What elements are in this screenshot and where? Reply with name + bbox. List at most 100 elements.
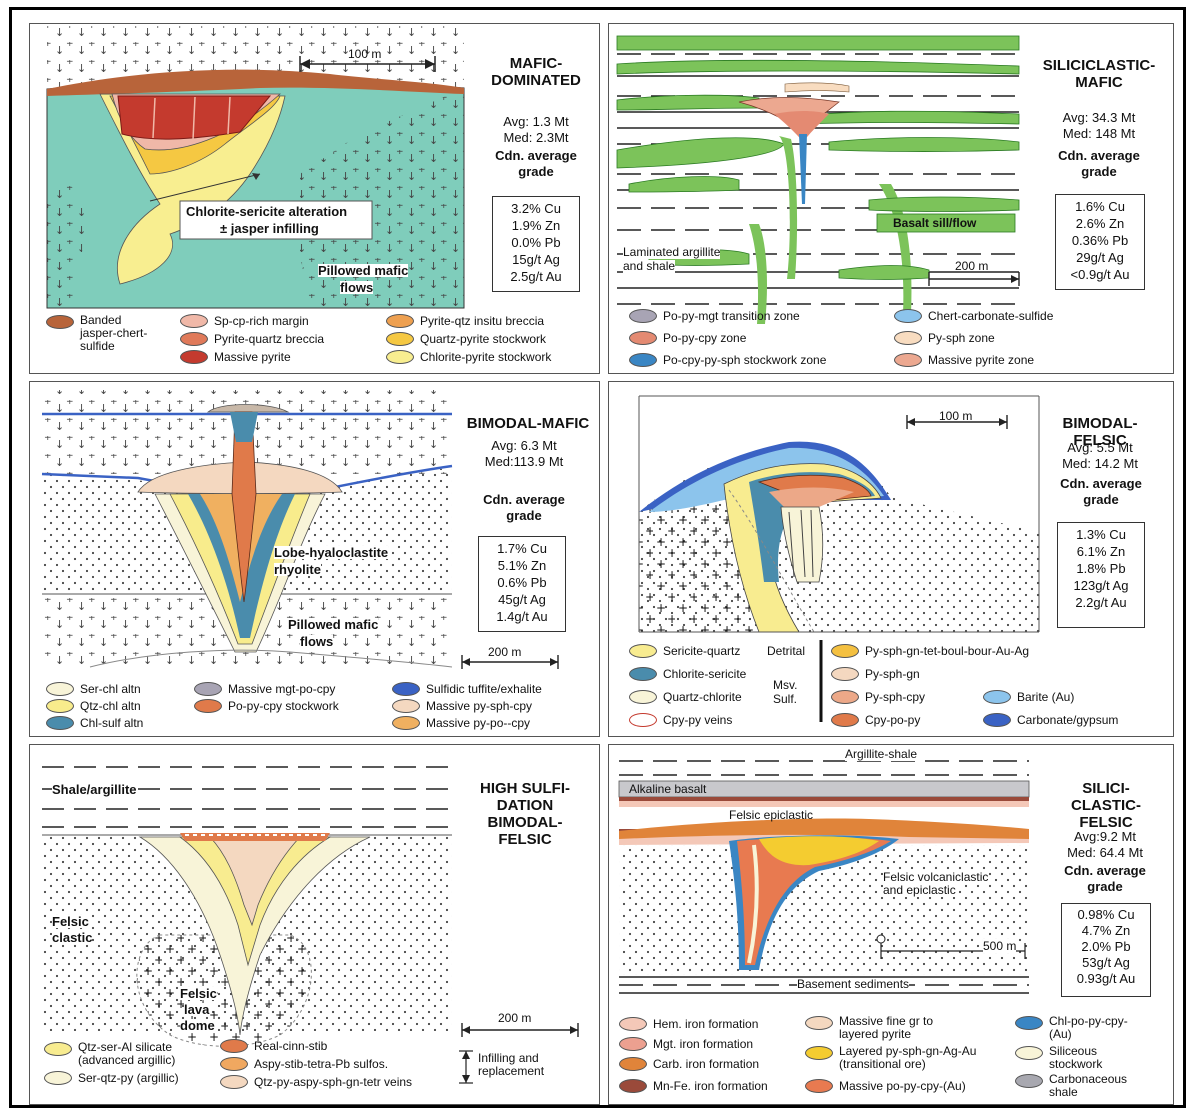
basement-label: Basement sediments (797, 977, 910, 991)
pillowed-label-2: flows (300, 634, 334, 649)
scale-bar-label: 200 m (498, 1011, 532, 1025)
vein-icon (629, 713, 657, 727)
legend-swatch (386, 332, 414, 346)
volcaniclastic-label: Felsic volcaniclastic (883, 870, 989, 884)
argillite-shale-label: Argillite-shale (845, 747, 918, 761)
legend-item: Aspy-stib-tetra-Pb sulfos. (220, 1057, 388, 1071)
siliciclastic-felsic-cross-section (618, 753, 1030, 994)
shale-label: Shale/argillite (52, 782, 137, 797)
legend-item: Real-cinn-stib (220, 1039, 327, 1053)
alkaline-basalt-label: Alkaline basalt (629, 782, 707, 796)
grade-heading: Cdn. average grade (495, 148, 577, 179)
panel-title: MAFIC-DOMINATED (491, 55, 581, 89)
siliciclastic-mafic-cross-section (616, 35, 1020, 324)
panel-bimodal-mafic: Lobe-hyaloclastite rhyolite Pillowed maf… (29, 381, 600, 737)
legend-swatch (1015, 1074, 1043, 1088)
legend-swatch (894, 309, 922, 323)
grade-heading: Cdn. average grade (483, 492, 565, 523)
grade-heading: Cdn. average grade (1058, 148, 1140, 179)
scale-bar-label: 200 m (955, 259, 989, 273)
legend-item: Po-cpy-py-sph stockwork zone (629, 353, 826, 367)
legend-item: Massive pyrite (180, 350, 291, 364)
legend-item: Chlorite-pyrite stockwork (386, 350, 551, 364)
high-sulfidation-cross-section (42, 753, 579, 1084)
avg-tonnage: Avg:9.2 Mt (1074, 829, 1136, 844)
legend-item: Quartz-pyrite stockwork (386, 332, 546, 346)
grade-heading: Cdn. average grade (1064, 863, 1146, 894)
legend-swatch (46, 716, 74, 730)
legend-item: Sp-cp-rich margin (180, 314, 309, 328)
avg-tonnage: Avg: 34.3 Mt (1062, 110, 1136, 125)
panel-title: BIMODAL-FELSIC (1062, 415, 1138, 449)
legend-swatch (983, 690, 1011, 704)
legend-swatch (619, 1017, 647, 1031)
legend-item: Qtz-py-aspy-sph-gn-tetr veins (220, 1075, 412, 1089)
scale-bar-label: 100 m (939, 409, 973, 423)
legend-swatch (1015, 1016, 1043, 1030)
panel-mafic-dominated: ↓ + + + (29, 23, 600, 374)
dome-label-2: lava (184, 1002, 210, 1017)
legend-swatch (831, 667, 859, 681)
grade-heading: Cdn. average grade (1060, 476, 1142, 507)
legend-swatch (180, 350, 208, 364)
legend-item: Massive po-py-cpy-(Au) (805, 1079, 966, 1093)
dome-label-3: dome (180, 1018, 215, 1033)
legend-swatch (831, 644, 859, 658)
legend-item: Chert-carbonate-sulfide (894, 309, 1053, 323)
legend-item: Banded jasper-chert-sulfide (46, 314, 156, 353)
legend-swatch (894, 331, 922, 345)
alteration-label-2: ± jasper infilling (220, 221, 319, 236)
legend-item: Massive pyrite zone (894, 353, 1034, 367)
med-tonnage: Med: 2.3Mt (503, 130, 569, 145)
clastic-label: Felsic (52, 914, 89, 929)
legend-swatch (180, 332, 208, 346)
legend-item: Barite (Au) (983, 690, 1074, 704)
avg-tonnage: Avg: 6.3 Mt (491, 438, 557, 453)
legend-item: Pyrite-quartz breccia (180, 332, 324, 346)
legend-swatch (629, 644, 657, 658)
argillite-label-2: and shale (623, 259, 676, 273)
legend-swatch (392, 682, 420, 696)
legend-swatch (894, 353, 922, 367)
legend-item: Chlorite-sericite (629, 667, 746, 681)
legend-item: Ser-chl altn (46, 682, 141, 696)
legend-item: Carbonate/gypsum (983, 713, 1118, 727)
dome-label: Felsic (180, 986, 217, 1001)
panel-high-sulfidation-bimodal-felsic: Shale/argillite Felsic clastic Felsic la… (29, 744, 600, 1105)
scale-bar-label: 500 m (983, 939, 1017, 953)
alteration-label: Chlorite-sericite alteration (186, 204, 348, 219)
legend-item: Py-sph zone (894, 331, 995, 345)
legend-swatch (46, 699, 74, 713)
legend-swatch (392, 716, 420, 730)
legend-item: Massive mgt-po-cpy (194, 682, 335, 696)
panel-title: SILICI-CLASTIC-FELSIC (1071, 780, 1141, 831)
legend-swatch (831, 713, 859, 727)
legend-item: Po-py-cpy stockwork (194, 699, 339, 713)
legend-swatch (46, 315, 74, 329)
legend-item: Mn-Fe. iron formation (619, 1079, 768, 1093)
legend-swatch (629, 309, 657, 323)
legend-item: Sericite-quartz (629, 644, 740, 658)
argillite-label: Laminated argillite (623, 245, 721, 259)
panel-siliciclastic-mafic: Basalt sill/flow Laminated argillite and… (608, 23, 1174, 374)
felsic-epiclastic-label: Felsic epiclastic (729, 808, 814, 822)
legend-item: Massive py-po--cpy (392, 716, 530, 730)
msv-label: Msv. (773, 678, 798, 692)
legend-swatch (629, 690, 657, 704)
legend-swatch (386, 350, 414, 364)
lobe-label-2: rhyolite (274, 562, 321, 577)
avg-tonnage: Avg: 5.5 Mt (1067, 440, 1133, 455)
legend-swatch (180, 314, 208, 328)
panel-siliciclastic-felsic: Argillite-shale Alkaline basalt Felsic e… (608, 744, 1174, 1105)
infill-label-2: replacement (478, 1064, 545, 1078)
legend-item: Massive fine gr to layered pyrite (805, 1015, 965, 1041)
legend-item: Ser-qtz-py (argillic) (44, 1071, 179, 1085)
scale-bar-label: 200 m (488, 645, 522, 659)
legend-item: Carbonaceous shale (1015, 1073, 1139, 1099)
bimodal-mafic-cross-section (41, 390, 559, 670)
legend-item: Cpy-py veins (629, 713, 732, 727)
legend-item: Chl-sulf altn (46, 716, 143, 730)
